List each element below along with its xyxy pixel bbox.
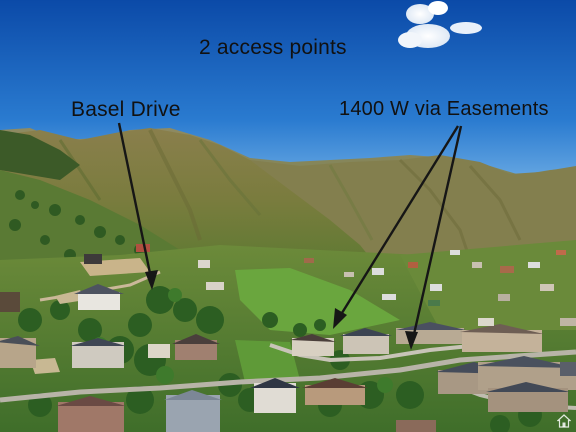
arrow-basel-drive: [117, 122, 158, 290]
label-basel-drive: Basel Drive: [71, 98, 181, 121]
photo-title-text: 2 access points: [199, 36, 347, 59]
arrow-1400w-left: [333, 125, 460, 329]
hillside-houses: [304, 250, 576, 326]
cloud: [398, 1, 482, 48]
townhouses: [396, 322, 576, 412]
houses: [0, 244, 436, 432]
arrow-1400w-right: [405, 125, 463, 350]
left-ridge: [0, 130, 80, 180]
label-1400w-easements: 1400 W via Easements: [339, 98, 549, 120]
home-logo-icon: [557, 414, 571, 428]
